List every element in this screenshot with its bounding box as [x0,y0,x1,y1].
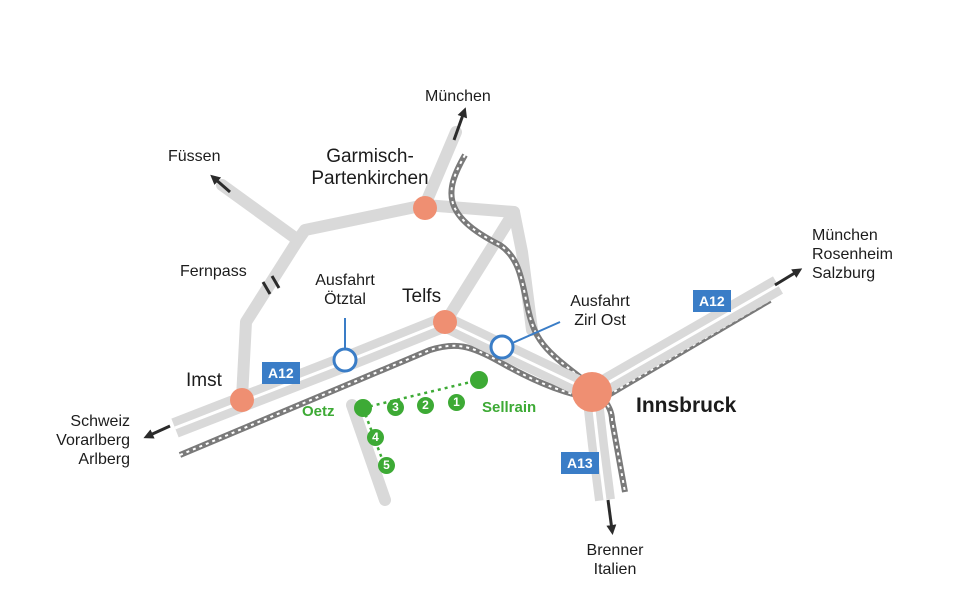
arrow-brenner [606,499,617,535]
minor-roads [216,126,538,506]
label-imst: Imst [186,370,222,391]
green-route [354,371,488,465]
label-brenner-italien: Brenner Italien [586,542,644,578]
shield-a12-west: A12 [262,362,300,384]
arrow-muenchen-east [774,268,803,287]
direction-arrows [143,107,803,535]
stop-1: 1 [448,394,465,411]
road-to-muenchen-north [419,126,462,211]
label-ausfahrt-oetztal: Ausfahrt Ötztal [315,272,375,308]
road-to-fuessen [216,179,304,246]
arrow-schweiz [143,424,171,439]
label-garmisch: Garmisch- Partenkirchen [311,146,429,189]
label-innsbruck: Innsbruck [636,394,737,417]
arrow-fuessen [210,174,231,194]
cities [230,196,612,412]
city-innsbruck [572,372,612,412]
label-schweiz-vorarlberg-arlberg: Schweiz Vorarlberg Arlberg [56,413,130,468]
arrow-muenchen-north [452,107,468,141]
label-oetz: Oetz [302,403,335,420]
label-fernpass: Fernpass [180,263,247,280]
stop-3: 3 [387,399,404,416]
road-oetztal [346,399,391,506]
stop-5: 5 [378,457,395,474]
stop-4: 4 [367,429,384,446]
shield-a13: A13 [561,452,599,474]
fernpass-marker [261,275,281,295]
label-fuessen: Füssen [168,148,221,165]
exit-oetztal-ring [332,347,358,373]
green-route-line [362,378,480,410]
label-muenchen-north: München [425,88,491,105]
motorways [171,276,783,502]
exits [332,318,561,373]
shield-a12-east: A12 [693,290,731,312]
city-imst [230,388,254,412]
oetz-dot [354,399,372,417]
sellrain-dot [470,371,488,389]
city-telfs [433,310,457,334]
label-sellrain: Sellrain [482,399,537,416]
city-garmisch [413,196,437,220]
exit-zirl-ring [489,334,515,360]
stop-2: 2 [417,397,434,414]
road-to-telfs [442,206,520,324]
label-ausfahrt-zirl: Ausfahrt Zirl Ost [570,293,630,329]
label-telfs: Telfs [402,286,442,307]
label-muenchen-rosenheim-salzburg: München Rosenheim Salzburg [812,227,893,282]
